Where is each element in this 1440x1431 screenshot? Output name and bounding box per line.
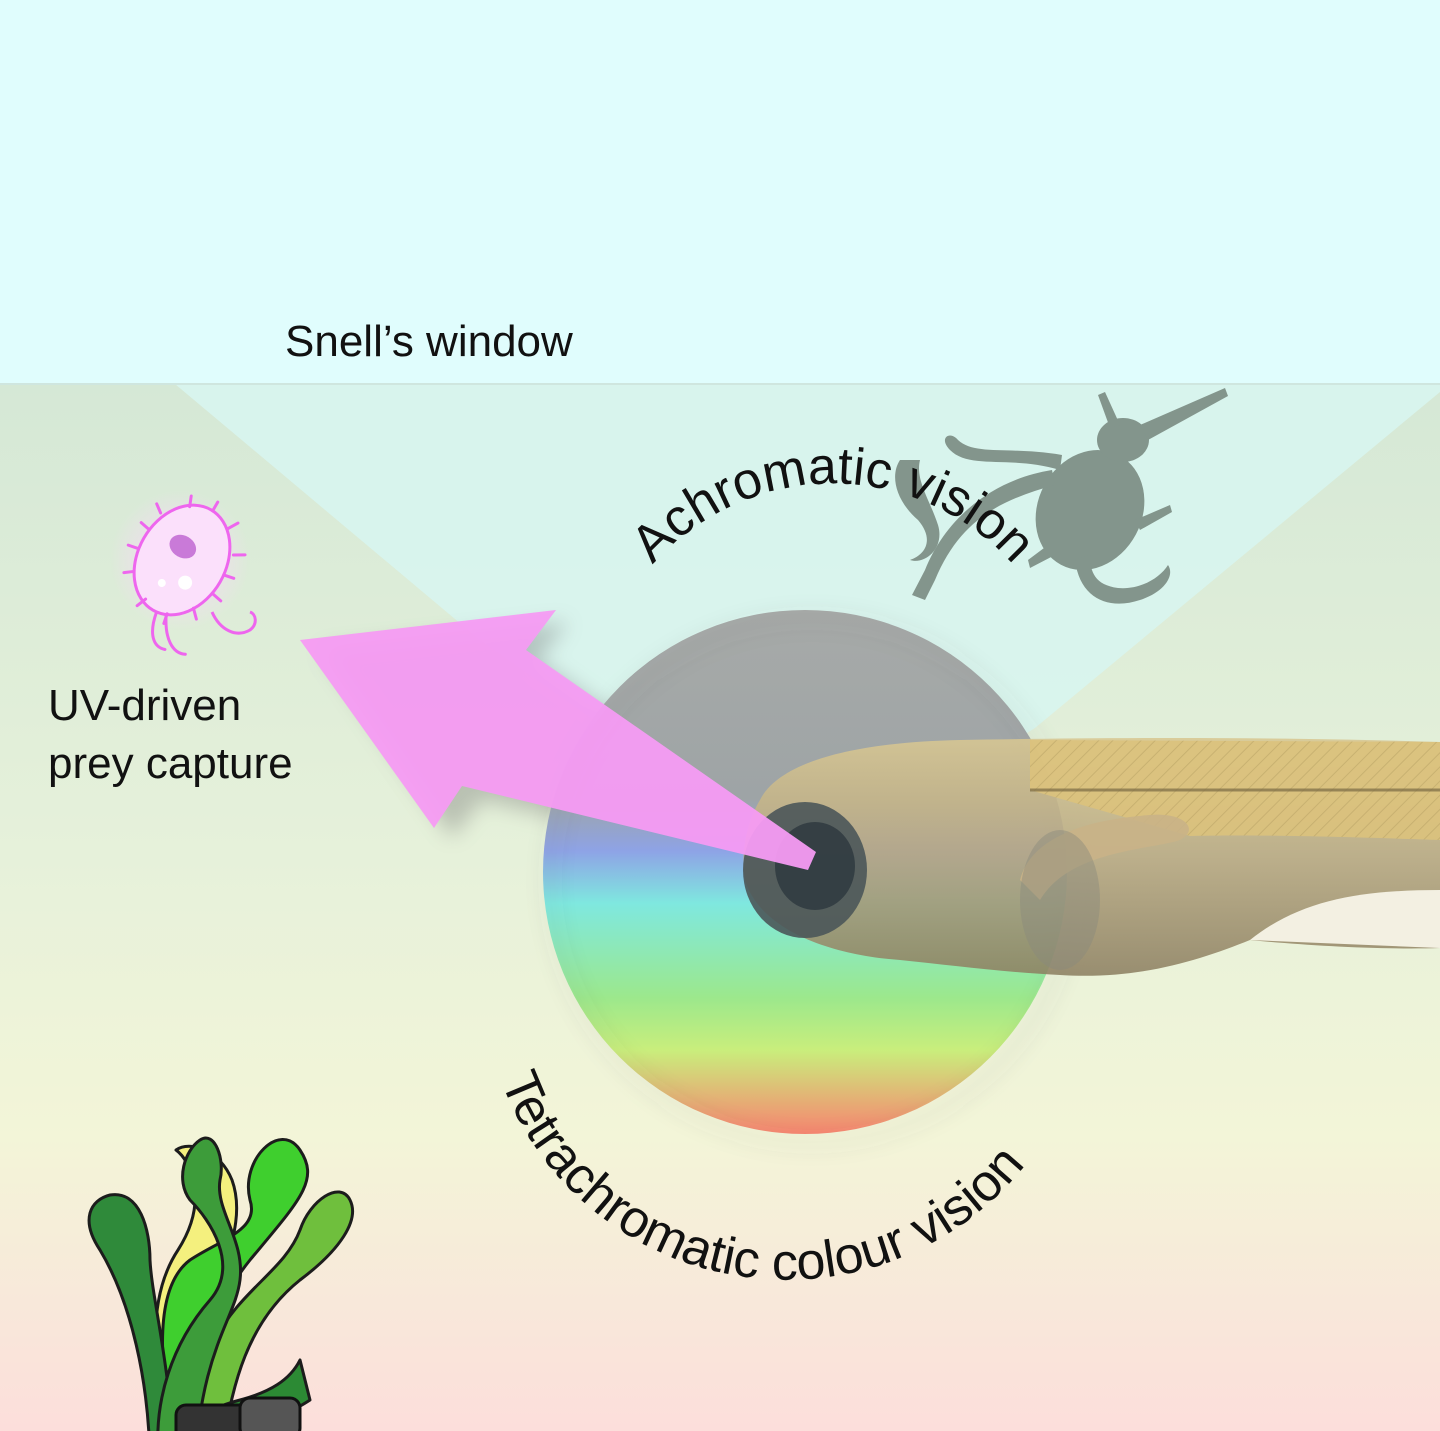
uv-prey-capture-label-line1: UV-driven [48,681,241,730]
sky-background [0,0,1440,384]
paramecium-prey-icon [110,490,257,656]
uv-prey-capture-label-line2: prey capture [48,739,293,788]
uv-arrow [300,610,816,870]
water-beetle-predator-icon [895,388,1228,604]
zebrafish-larva-icon [743,738,1440,976]
aquatic-plant-icon [87,1136,355,1431]
snells-window-label: Snell’s window [285,317,573,366]
